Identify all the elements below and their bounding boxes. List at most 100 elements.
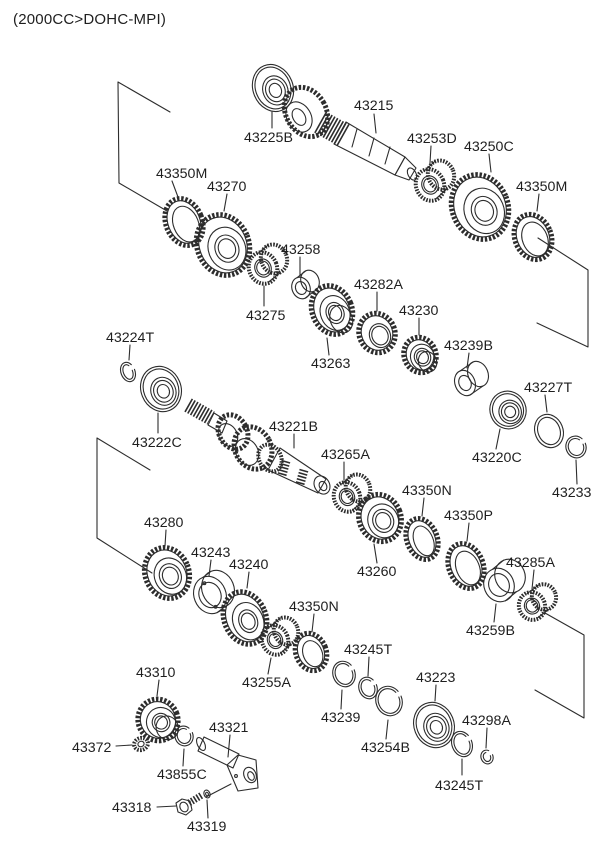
part-43372-31: 43372 [72,736,150,756]
part-43275-7: 43275 [246,241,291,324]
part-43233-19: 43233 [552,433,592,501]
part-label-43223: 43223 [416,670,456,686]
part-label-43265a: 43265A [321,447,370,463]
part-label-43318: 43318 [112,800,152,816]
part-43245t-37: 43245T [344,642,392,702]
part-43321-33: 43321 [195,720,259,797]
part-label-43259b: 43259B [466,623,515,639]
leader-line [129,345,130,360]
part-label-43233: 43233 [552,485,592,501]
part-43350p-27: 43350P [444,508,493,594]
part-43350n-26: 43350N [402,483,452,564]
part-43220c-17: 43220C [472,386,532,466]
part-43253d-2: 43253D [407,131,457,205]
bracket-line-1 [118,82,170,211]
part-43319-35: 43319 [187,789,227,835]
part-label-43254b: 43254B [361,740,410,756]
part-label-43321: 43321 [209,720,249,736]
leader-line [494,604,496,622]
leader-line [327,338,329,355]
leader-line [116,745,132,746]
part-label-43227t: 43227T [524,380,572,396]
part-43310-30: 43310 [132,665,185,747]
part-label-43220c: 43220C [472,450,522,466]
leader-line [374,544,377,563]
part-43227t-18: 43227T [524,380,572,452]
part-label-43310: 43310 [136,665,176,681]
part-label-43239: 43239 [321,710,361,726]
part-43245t-41: 43245T [435,728,483,794]
part-label-43245t: 43245T [344,642,392,658]
part-43258-8: 43258 [281,242,321,302]
part-43240-22: 43240 [215,557,274,651]
part-43223-39: 43223 [407,670,456,754]
leader-line [467,353,469,368]
leader-line [467,523,469,541]
leader-line [207,800,208,818]
part-43250c-3: 43250C [442,139,514,248]
leader-line [268,658,271,674]
part-43298a-40: 43298A [462,713,511,766]
leader-line [532,570,534,589]
part-43230-11: 43230 [399,303,441,378]
part-label-43372: 43372 [72,740,112,756]
part-43260-25: 43260 [352,488,409,580]
part-label-43230: 43230 [399,303,439,319]
part-label-43270: 43270 [207,179,247,195]
leader-line [576,460,577,484]
part-43285a-29: 43285A [506,555,560,624]
leader-line [435,685,436,701]
leader-line [486,728,487,748]
part-43222c-14: 43222C [132,360,188,451]
leader-line [430,146,431,163]
part-label-43285a: 43285A [506,555,555,571]
part-label-43250c: 43250C [464,139,514,155]
part-label-43350n: 43350N [402,483,452,499]
part-43350n-24: 43350N [289,599,339,675]
leader-line [157,806,176,807]
part-label-43280: 43280 [144,515,184,531]
part-43259b-28: 43259B [466,555,530,639]
part-43239-36: 43239 [321,658,361,726]
part-label-43275: 43275 [246,308,286,324]
part-43282a-10: 43282A [354,277,403,358]
leader-line [247,572,249,588]
part-43221b-15: 43221B [188,405,333,497]
leader-line [209,560,211,576]
leader-line [496,429,500,449]
bracket-line-3 [537,238,588,347]
bracket-line-2 [97,438,152,573]
leader-line [489,154,491,172]
page-title: (2000CC>DOHC-MPI) [13,11,167,28]
leader-line [183,749,184,766]
part-43215-1: 43215 [276,79,419,181]
part-label-43224t: 43224T [106,330,154,346]
part-label-43298a: 43298A [462,713,511,729]
part-label-43282a: 43282A [354,277,403,293]
part-43280-20: 43280 [137,515,197,605]
part-43265a-16: 43265A [321,447,374,516]
part-label-43239b: 43239B [444,338,493,354]
part-label-43253d: 43253D [407,131,457,147]
bracket-line-4 [535,613,584,718]
leader-line [165,530,166,546]
part-43225b-0: 43225B [244,58,301,146]
part-label-43258: 43258 [281,242,321,258]
part-43350m-5: 43350M [156,166,207,251]
part-43263-9: 43263 [304,279,360,372]
part-43318-34: 43318 [112,795,202,816]
part-label-43319: 43319 [187,819,227,835]
leader-line [157,680,159,696]
part-label-43255a: 43255A [242,675,291,691]
part-label-43350m: 43350M [156,166,207,182]
part-label-43240: 43240 [229,557,269,573]
leader-line [224,194,227,211]
leader-line [341,690,342,709]
part-43239b-12: 43239B [444,338,493,399]
leader-line [312,614,314,632]
part-43270-6: 43270 [187,179,258,283]
part-43224t-13: 43224T [106,330,154,384]
leader-line [537,194,539,211]
leader-line [172,181,178,197]
